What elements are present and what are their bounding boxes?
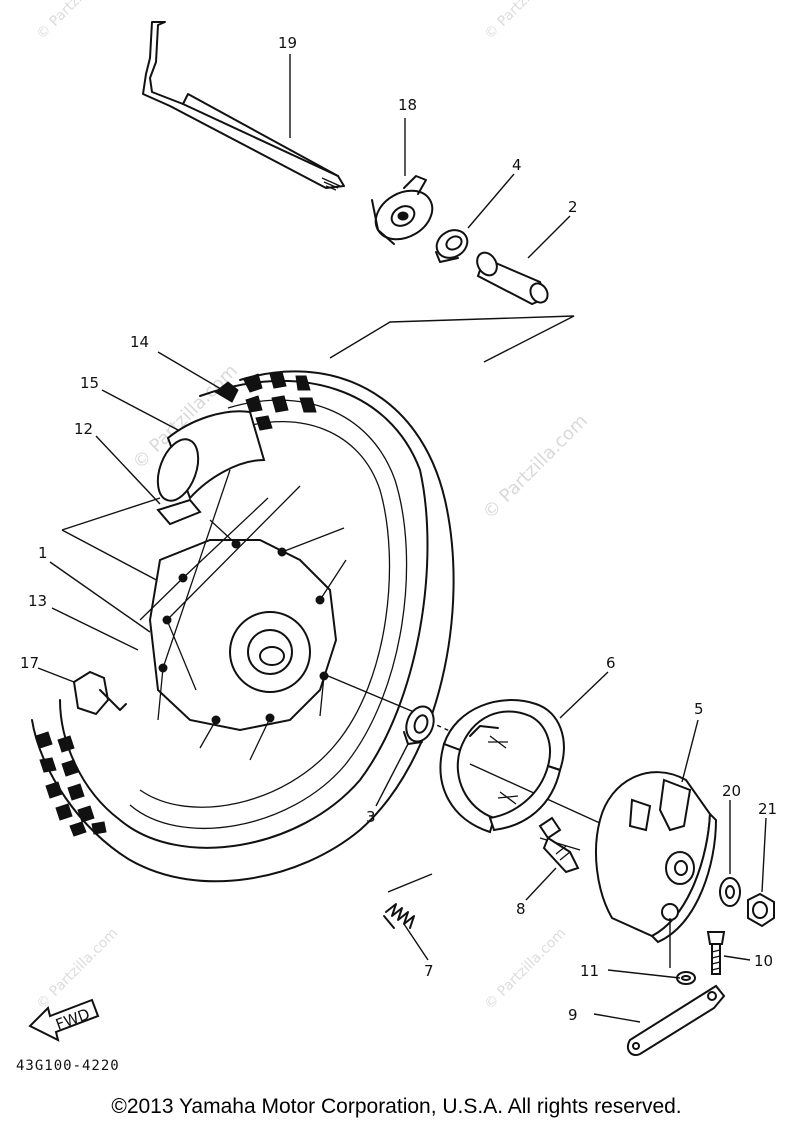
watermark: © Partzilla.com: [34, 0, 122, 43]
watermark: © Partzilla.com: [479, 410, 592, 523]
callout-18: 18: [398, 96, 417, 114]
callout-4: 4: [512, 156, 522, 174]
assembly-lines: [61, 315, 603, 893]
bearing-3: [403, 705, 435, 745]
watermarks: © Partzilla.com © Partzilla.com © Partzi…: [34, 0, 592, 1013]
callout-7: 7: [424, 962, 434, 980]
brake-spring: [383, 903, 415, 929]
bolt: [706, 931, 726, 975]
fwd-label: FWD: [53, 1005, 92, 1034]
watermark: © Partzilla.com: [482, 925, 570, 1013]
speedometer-gear-unit: [371, 175, 434, 245]
brake-shoe-plate: [595, 771, 718, 944]
callout-6: 6: [606, 654, 616, 672]
callout-12: 12: [74, 420, 93, 438]
inner-tube: [156, 410, 266, 502]
callout-2: 2: [568, 198, 578, 216]
wheel-hub: [139, 469, 347, 761]
copyright-notice: ©2013 Yamaha Motor Corporation, U.S.A. A…: [111, 1095, 682, 1118]
callout-1: 1: [38, 544, 48, 562]
brake-camshaft: [538, 816, 580, 874]
leader-lines: [37, 54, 767, 1023]
collar: [719, 877, 741, 907]
callout-17: 17: [20, 654, 39, 672]
callout-13: 13: [28, 592, 47, 610]
callout-labels: 19 18 4 2 14 15 12 1 13 17 3 6 5 20 21 8…: [20, 34, 777, 1024]
bearing-4: [435, 229, 469, 263]
callout-10: 10: [754, 952, 773, 970]
watermark: © Partzilla.com: [482, 0, 570, 43]
rim-band: [156, 498, 202, 526]
front-tire: [31, 370, 455, 883]
callout-11: 11: [580, 962, 599, 980]
callout-15: 15: [80, 374, 99, 392]
camshaft-lever: [626, 984, 726, 1056]
callout-5: 5: [694, 700, 704, 718]
brake-shoe-kit: [439, 699, 565, 834]
diagram-code: 43G100-4220: [16, 1058, 120, 1074]
valve-stem: [72, 670, 127, 716]
axle-nut: [747, 892, 775, 928]
front-axle: [142, 21, 345, 191]
spacer-2: [476, 251, 549, 306]
callout-19: 19: [278, 34, 297, 52]
callout-14: 14: [130, 333, 149, 351]
callout-20: 20: [722, 782, 741, 800]
callout-3: 3: [366, 808, 376, 826]
callout-21: 21: [758, 800, 777, 818]
callout-8: 8: [516, 900, 526, 918]
callout-9: 9: [568, 1006, 578, 1024]
watermark: © Partzilla.com: [34, 925, 122, 1013]
